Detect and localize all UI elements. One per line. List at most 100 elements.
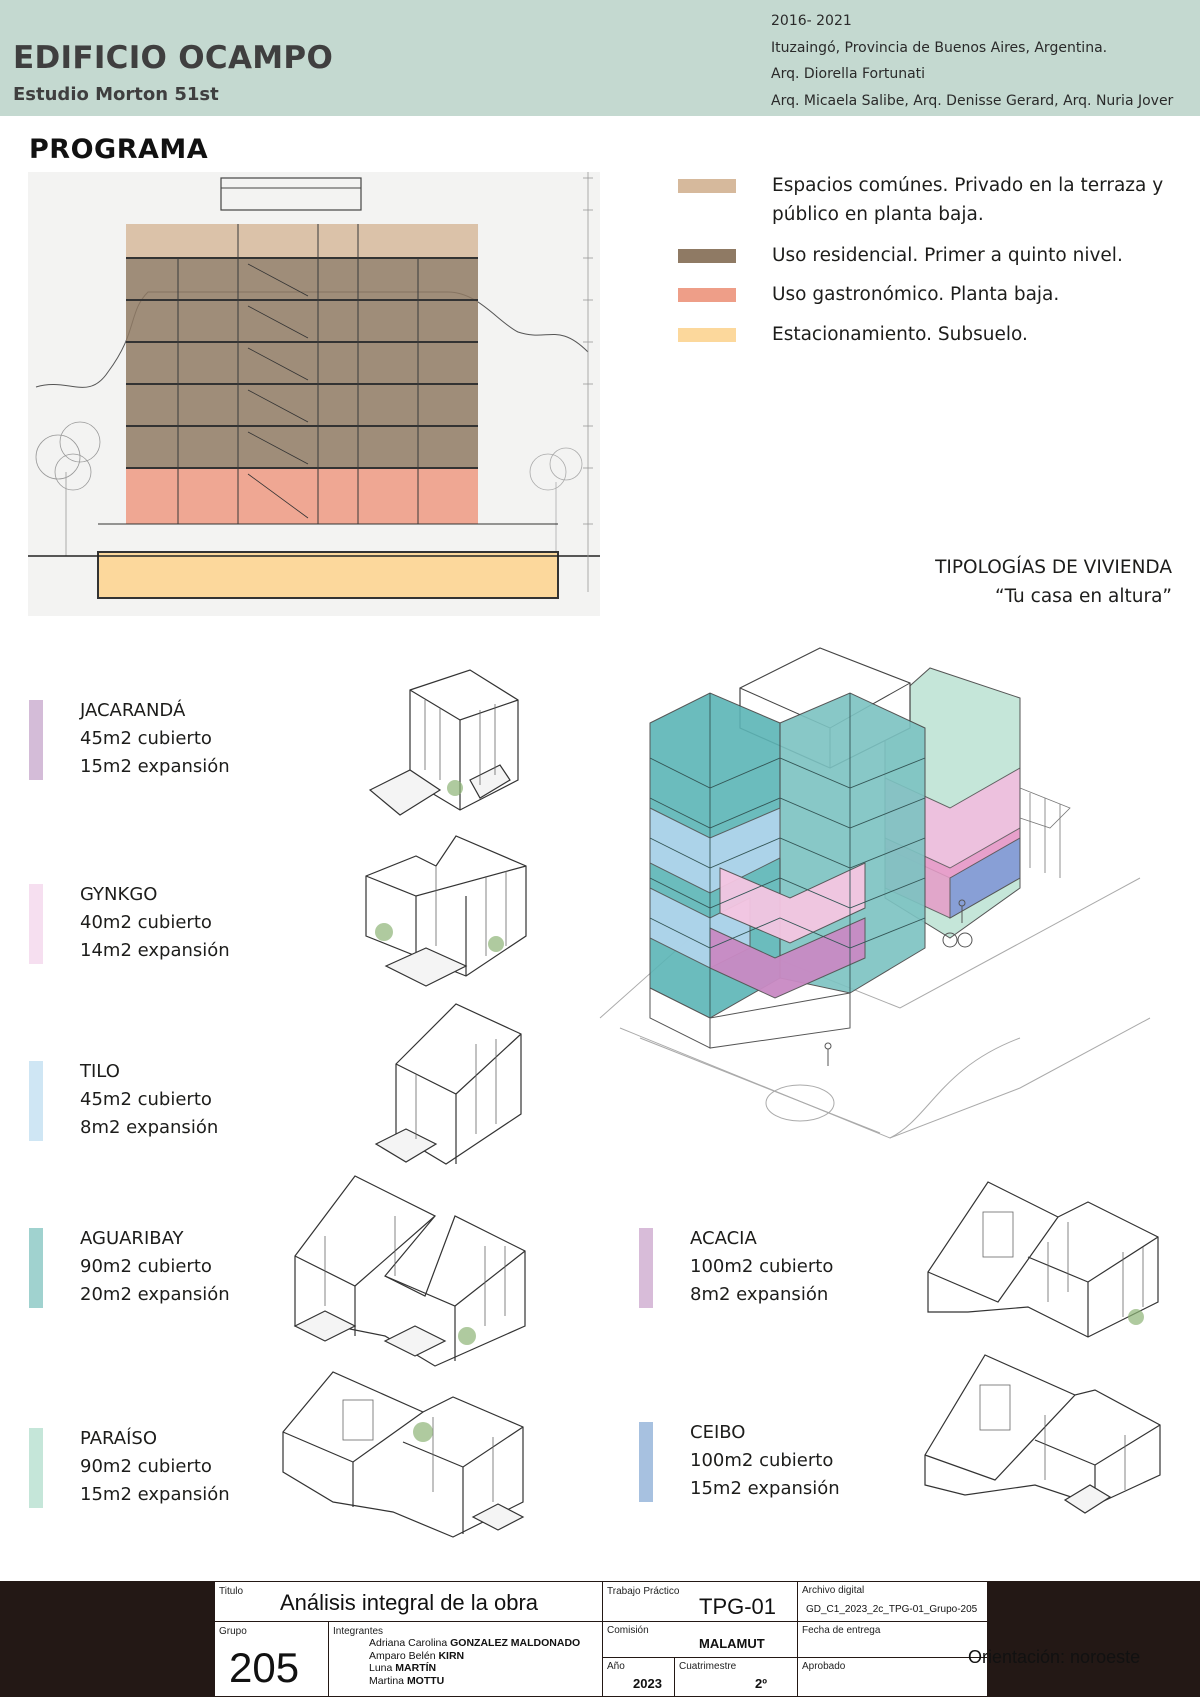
legend-item-gastronomic: Uso gastronómico. Planta baja.: [678, 280, 1192, 309]
typology-covered: 90m2 cubierto: [80, 1256, 212, 1277]
typology-tilo: TILO 45m2 cubierto 8m2 expansión: [29, 1061, 218, 1142]
title-cell: Titulo Análisis integral de la obra: [215, 1582, 603, 1622]
legend-text-gastronomic: Uso gastronómico. Planta baja.: [772, 284, 1060, 305]
tipologias-heading: TIPOLOGÍAS DE VIVIENDA “Tu casa en altur…: [935, 553, 1172, 611]
tipologias-subtitle: “Tu casa en altura”: [994, 586, 1172, 607]
floor-slabs: [126, 257, 478, 469]
legend-item-residential: Uso residencial. Primer a quinto nivel.: [678, 241, 1192, 270]
comision-value: MALAMUT: [699, 1636, 765, 1651]
typology-gynkgo: GYNKGO 40m2 cubierto 14m2 expansión: [29, 884, 230, 965]
unit-axo-gynkgo: [365, 835, 527, 987]
typology-name: AGUARIBAY: [80, 1228, 184, 1249]
member-item: Adriana Carolina GONZALEZ MALDONADO: [369, 1637, 581, 1649]
anio-cell: Año 2023: [603, 1658, 675, 1697]
building-section-drawing: [28, 172, 600, 616]
typology-expansion: 8m2 expansión: [80, 1117, 219, 1138]
zone-common-spaces: [126, 224, 478, 258]
cuatri-label: Cuatrimestre: [679, 1661, 737, 1672]
fecha-label: Fecha de entrega: [802, 1625, 881, 1636]
unit-axo-acacia: [927, 1181, 1159, 1338]
zone-gastronomic: [126, 468, 478, 524]
anio-value: 2023: [633, 1676, 662, 1691]
rooftop-volume: [220, 177, 362, 211]
unit-axo-jacaranda: [368, 669, 519, 816]
header-band: EDIFICIO OCAMPO Estudio Morton 51st 2016…: [0, 0, 1200, 116]
block-ceibo-units: [949, 837, 1021, 919]
typology-name: TILO: [80, 1061, 120, 1082]
typology-aguaribay: AGUARIBAY 90m2 cubierto 20m2 expansión: [29, 1228, 230, 1309]
member-item: Martina MOTTU: [369, 1674, 445, 1687]
tree-right-icon: [529, 447, 583, 552]
orientation-label: Orientación: noroeste: [968, 1647, 1141, 1667]
typology-covered: 45m2 cubierto: [80, 728, 212, 749]
typology-expansion: 14m2 expansión: [80, 940, 230, 961]
pergola: [1019, 787, 1071, 878]
plant-icon: [488, 936, 504, 952]
member-item: Luna MARTÍN: [369, 1662, 437, 1674]
legend-item-parking: Estacionamiento. Subsuelo.: [678, 320, 1192, 349]
typology-color-bar: [29, 1228, 43, 1308]
project-collaborators: Arq. Micaela Salibe, Arq. Denisse Gerard…: [771, 92, 1174, 109]
typology-name: PARAÍSO: [80, 1428, 158, 1449]
plant-icon: [413, 1422, 433, 1442]
unit-axo-ceibo: [924, 1354, 1161, 1514]
project-architect: Arq. Diorella Fortunati: [771, 66, 926, 82]
typology-color-bar: [639, 1422, 653, 1502]
level-marks: [583, 172, 593, 592]
project-info: 2016- 2021 Ituzaingó, Provincia de Bueno…: [771, 8, 1173, 114]
comision-cell: Comisión MALAMUT: [603, 1622, 798, 1658]
typology-covered: 90m2 cubierto: [80, 1456, 212, 1477]
unit-axo-tilo: [374, 1003, 522, 1165]
typology-name: GYNKGO: [80, 884, 158, 905]
typology-color-bar: [29, 700, 43, 780]
titulo-label: Titulo: [219, 1586, 244, 1597]
typology-jacaranda: JACARANDÁ 45m2 cubierto 15m2 expansión: [29, 700, 230, 781]
typology-name: CEIBO: [690, 1422, 746, 1443]
building-floor-lines: [649, 693, 926, 1018]
cuatri-value: 2º: [755, 1676, 767, 1691]
typology-expansion: 20m2 expansión: [80, 1284, 230, 1305]
typology-expansion: 15m2 expansión: [80, 756, 230, 777]
typology-covered: 40m2 cubierto: [80, 912, 212, 933]
building-axonometric: [599, 647, 1151, 1139]
project-years: 2016- 2021: [771, 13, 852, 29]
fecha-cell: Fecha de entrega: [798, 1622, 989, 1658]
typology-ceibo: CEIBO 100m2 cubierto 15m2 expansión: [639, 1422, 840, 1503]
zone-residential: [126, 258, 478, 468]
tp-value: TPG-01: [699, 1594, 777, 1619]
building-title: EDIFICIO OCAMPO: [13, 40, 334, 76]
typology-color-bar: [29, 884, 43, 964]
titulo-value: Análisis integral de la obra: [280, 1590, 539, 1615]
zone-parking: [98, 552, 558, 598]
programa-title: PROGRAMA: [29, 134, 209, 165]
legend-swatch-common: [678, 179, 736, 193]
typology-covered: 45m2 cubierto: [80, 1089, 212, 1110]
legend-swatch-gastronomic: [678, 288, 736, 302]
typology-expansion: 15m2 expansión: [80, 1484, 230, 1505]
aprobado-cell: Aprobado: [798, 1658, 989, 1697]
aprobado-label: Aprobado: [802, 1661, 846, 1672]
tree-left-icon: [35, 421, 101, 556]
studio-name: Estudio Morton 51st: [13, 84, 219, 105]
integrantes-cell: Integrantes Adriana Carolina GONZALEZ MA…: [329, 1622, 603, 1697]
people-icons: [824, 899, 973, 1066]
tipologias-title: TIPOLOGÍAS DE VIVIENDA: [935, 557, 1172, 578]
tp-label: Trabajo Práctico: [607, 1586, 680, 1597]
unit-axo-aguaribay: [293, 1175, 526, 1367]
plant-icon: [1128, 1309, 1144, 1325]
integrantes-label: Integrantes: [333, 1626, 384, 1637]
comision-label: Comisión: [607, 1625, 649, 1636]
stair-lines: [247, 263, 309, 519]
project-location: Ituzaingó, Provincia de Buenos Aires, Ar…: [771, 39, 1108, 56]
grupo-label: Grupo: [219, 1626, 247, 1637]
archivo-cell: Archivo digital GD_C1_2023_2c_TPG-01_Gru…: [798, 1582, 989, 1622]
typology-paraiso: PARAÍSO 90m2 cubierto 15m2 expansión: [29, 1428, 230, 1509]
title-block: Titulo Análisis integral de la obra Trab…: [214, 1581, 989, 1697]
typology-covered: 100m2 cubierto: [690, 1256, 834, 1277]
legend-text-residential: Uso residencial. Primer a quinto nivel.: [772, 245, 1123, 266]
typology-expansion: 15m2 expansión: [690, 1478, 840, 1499]
typology-color-bar: [29, 1061, 43, 1141]
grupo-value: 205: [229, 1644, 300, 1691]
anio-label: Año: [607, 1661, 625, 1672]
typology-acacia: ACACIA 100m2 cubierto 8m2 expansión: [639, 1228, 833, 1309]
